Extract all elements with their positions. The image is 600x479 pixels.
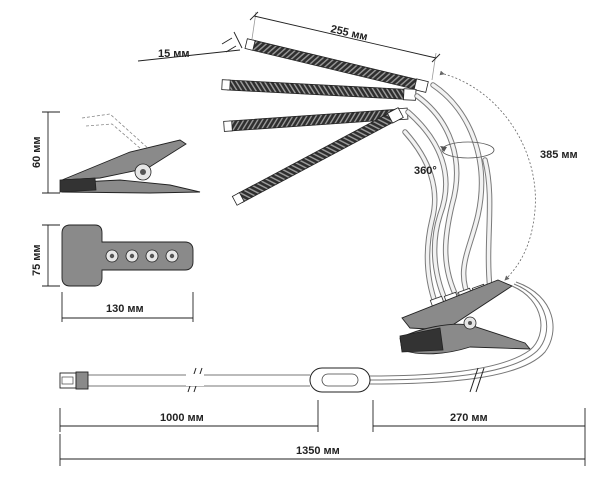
dim-total-length: 1350 мм — [59, 434, 585, 466]
dim-cable-to-switch: 1000 мм — [59, 400, 319, 432]
dim-label-strip-length: 255 мм — [329, 23, 368, 43]
dim-switch-to-clip: 270 мм — [372, 400, 586, 466]
dim-neck-length: 385 мм — [439, 70, 578, 281]
dim-strip-width: 15 мм — [137, 31, 243, 62]
dim-controller-width: 130 мм — [61, 292, 194, 322]
dim-label-strip-width: 15 мм — [158, 48, 190, 60]
power-cable — [88, 281, 554, 393]
dim-label-controller-height: 75 мм — [31, 244, 43, 276]
led-strip-1 — [244, 38, 429, 93]
dim-controller-height: 75 мм — [31, 224, 60, 287]
dim-label-clip-height: 60 мм — [31, 136, 43, 168]
dim-label-switch-to-clip: 270 мм — [450, 412, 488, 424]
dim-label-neck-length: 385 мм — [540, 149, 578, 161]
dim-label-cable-to-switch: 1000 мм — [160, 412, 204, 424]
dim-label-total-length: 1350 мм — [296, 445, 340, 457]
main-clip — [399, 279, 531, 355]
dim-rotation: 360° — [414, 141, 495, 177]
gooseneck-hoses — [402, 82, 493, 313]
led-strip-4 — [231, 107, 404, 206]
dim-clip-height: 60 мм — [31, 111, 60, 194]
clip-side-view — [59, 113, 201, 194]
controller-front-view — [61, 224, 194, 287]
usb-plug — [59, 371, 89, 390]
inline-switch — [309, 367, 371, 393]
dim-label-rotation: 360° — [414, 165, 437, 177]
dim-label-controller-width: 130 мм — [106, 303, 144, 315]
led-strip-2 — [221, 79, 417, 101]
